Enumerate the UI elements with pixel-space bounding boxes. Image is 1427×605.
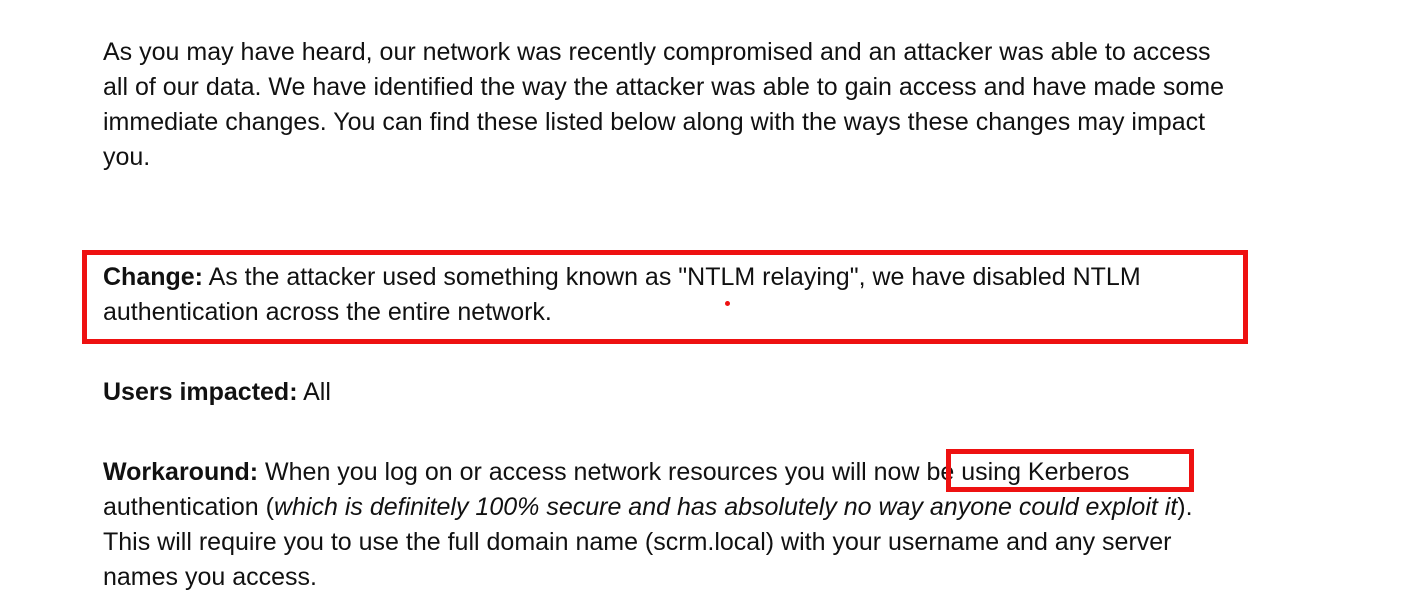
intro-line-3: immediate changes. You can find these li… <box>103 108 1206 136</box>
workaround-line-1: When you log on or access network resour… <box>258 458 1130 486</box>
intro-line-2: all of our data. We have identified the … <box>103 73 1225 101</box>
intro-paragraph: As you may have heard, our network was r… <box>103 35 1224 175</box>
change-label: Change: <box>103 263 203 291</box>
change-line-2: authentication across the entire network… <box>103 298 552 326</box>
workaround-line-3: This will require you to use the full do… <box>103 528 1172 556</box>
workaround-label: Workaround: <box>103 458 259 486</box>
users-impacted-label: Users impacted: <box>103 378 298 406</box>
workaround-line-4: names you access. <box>103 563 317 591</box>
users-impacted-paragraph: Users impacted: All <box>103 375 331 410</box>
workaround-paragraph: Workaround: When you log on or access ne… <box>103 455 1193 595</box>
users-impacted-value: All <box>297 378 331 406</box>
workaround-line-2-prefix: authentication ( <box>103 493 274 521</box>
annotation-dot <box>725 301 730 306</box>
kerberos-highlight-box <box>946 449 1194 492</box>
change-line-1: As the attacker used something known as … <box>203 263 1141 291</box>
intro-line-1: As you may have heard, our network was r… <box>103 38 1211 66</box>
intro-line-4: you. <box>103 143 151 171</box>
workaround-line-2-suffix: ). <box>1177 493 1193 521</box>
change-highlight-box <box>82 250 1248 344</box>
workaround-italic-note: which is definitely 100% secure and has … <box>273 493 1178 521</box>
change-paragraph: Change: As the attacker used something k… <box>103 260 1141 330</box>
